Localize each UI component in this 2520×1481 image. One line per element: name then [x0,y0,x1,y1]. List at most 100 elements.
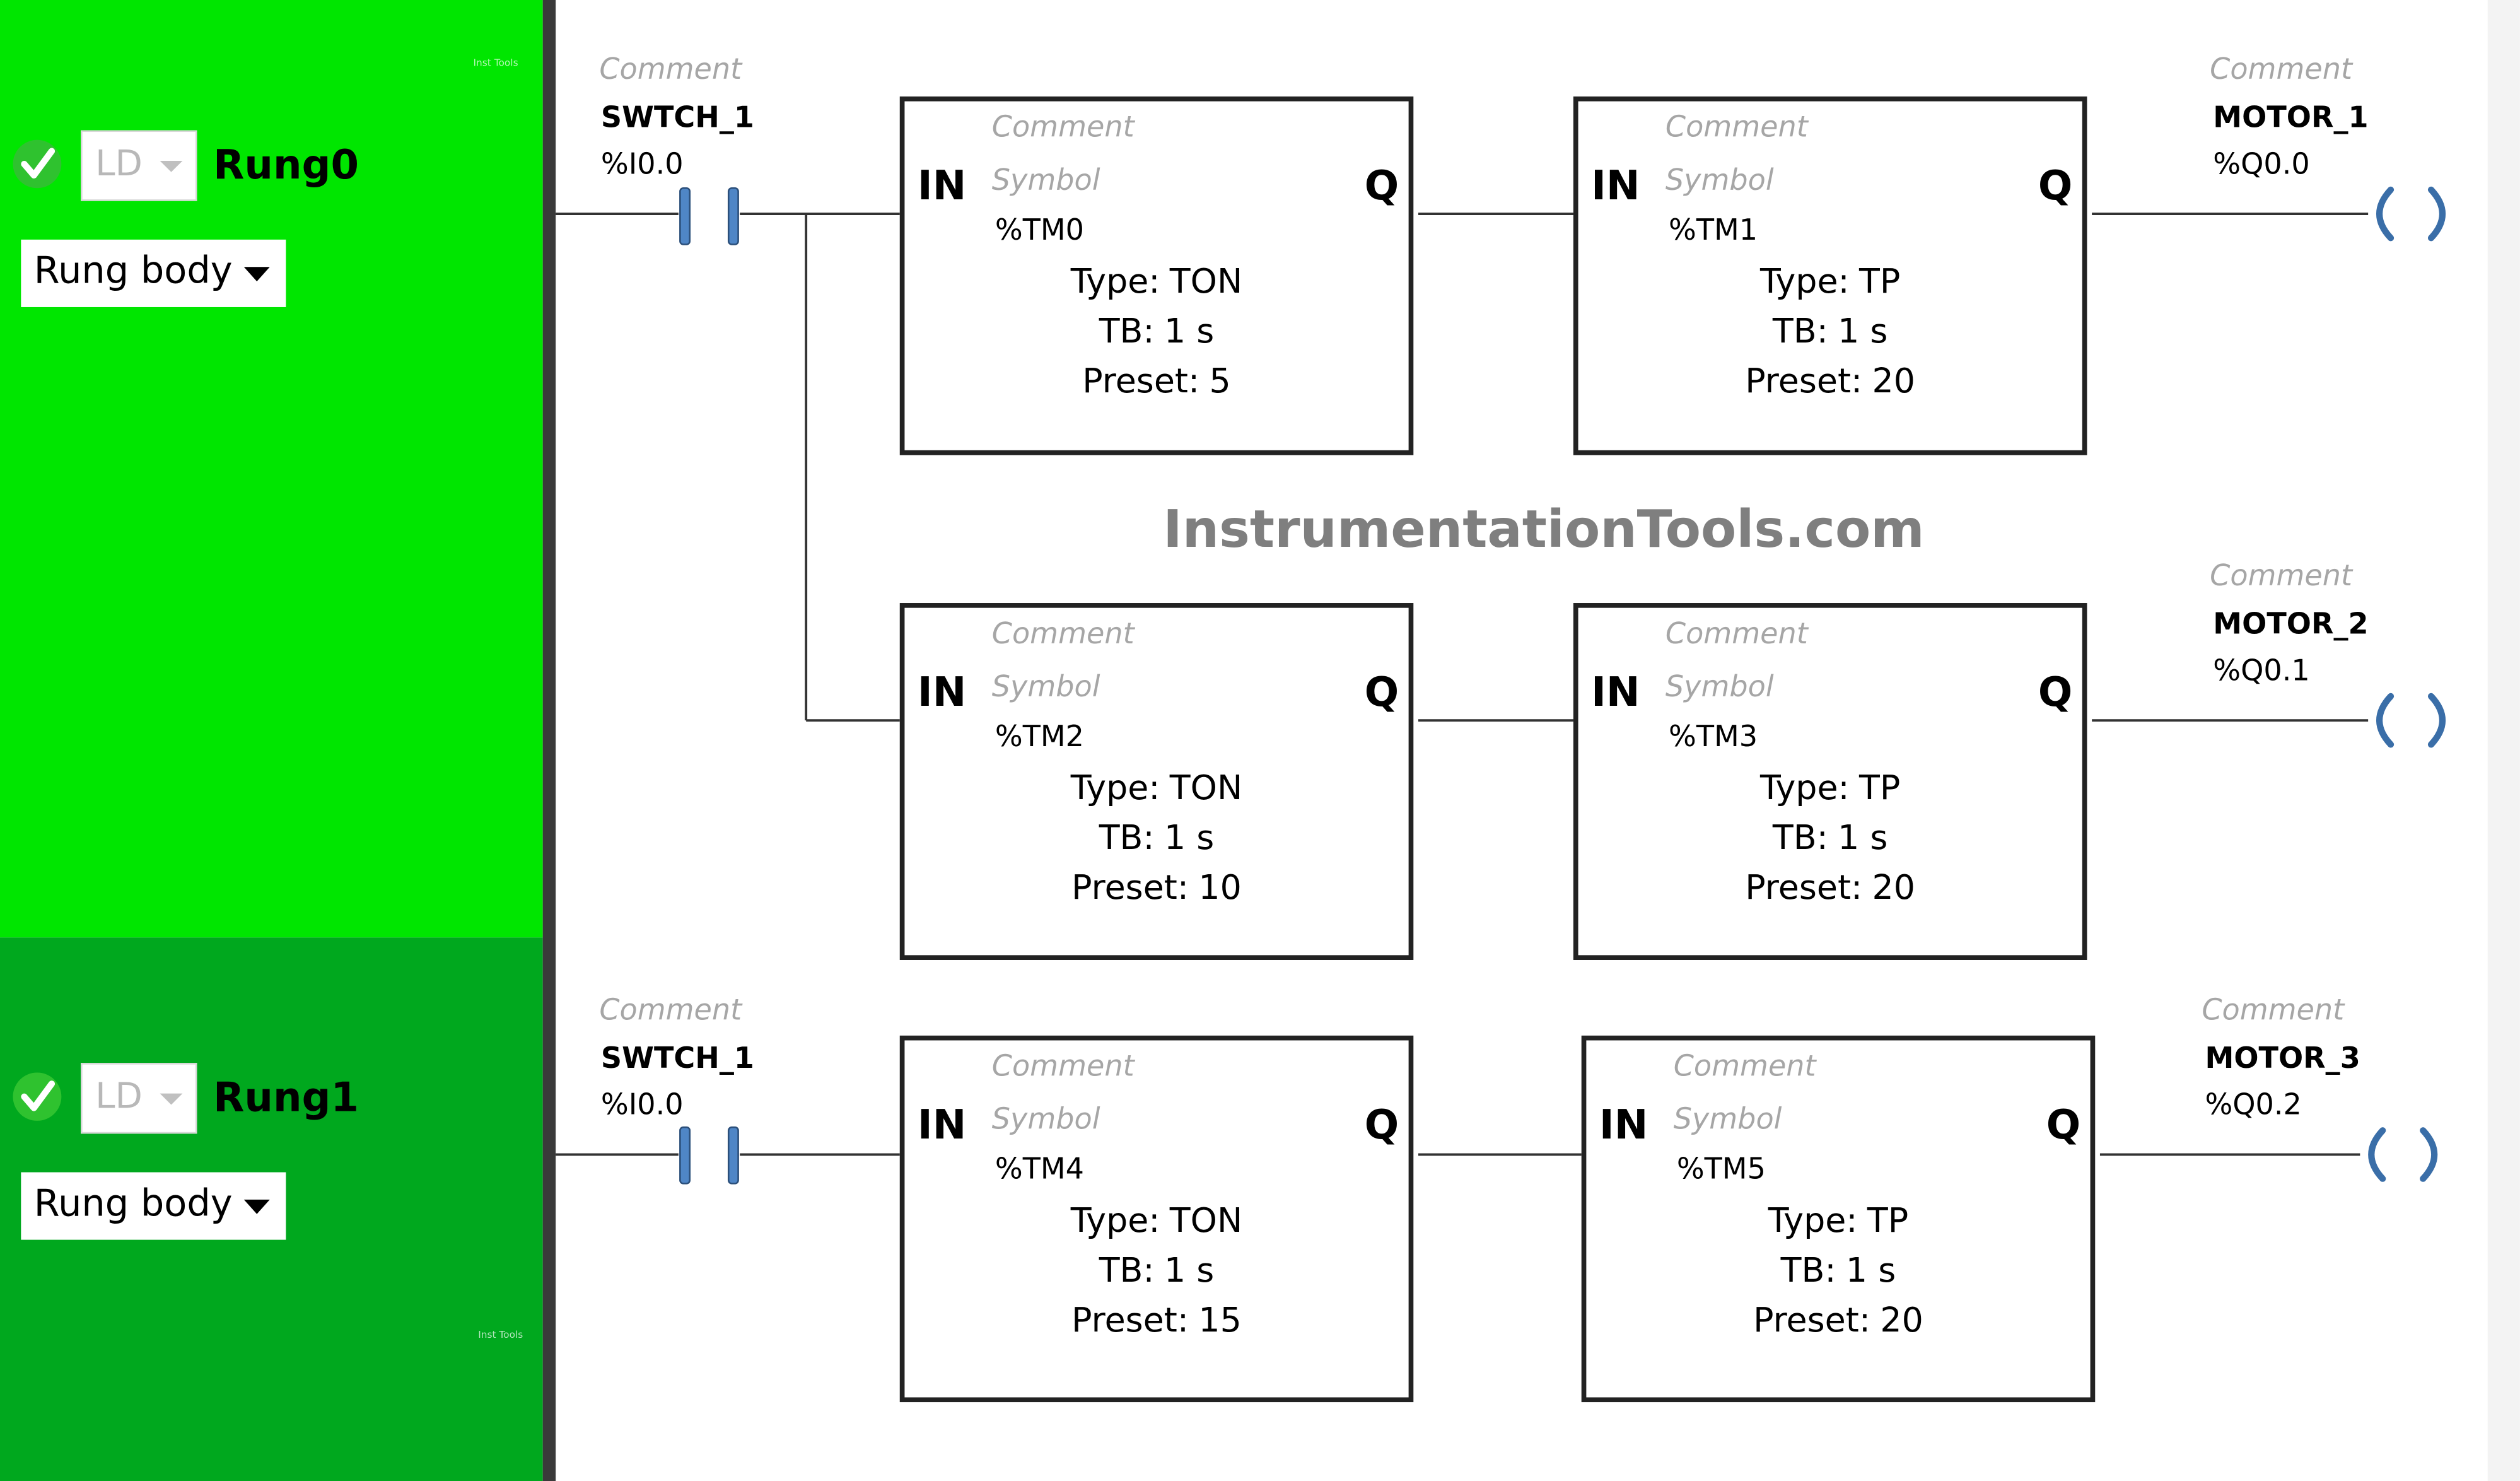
site-watermark: InstrumentationTools.com [1163,498,1925,560]
timer-q-pin: Q [2046,1101,2081,1149]
coil-comment: Comment [2210,53,2353,87]
contact-address: %I0.0 [600,148,684,182]
coil-icon[interactable] [2376,693,2446,748]
left-power-rail [542,0,556,1481]
timer-type: TP [1867,1201,1909,1240]
timer-address: %TM1 [1669,214,1758,248]
timer-tb-row: TB:1 s [1772,312,1888,351]
rung-name[interactable]: Rung1 [213,1074,359,1121]
timer-comment: Comment [991,617,1135,652]
contact-symbol[interactable]: SWTCH_1 [600,101,754,136]
timer-symbol: Symbol [1673,1103,1782,1137]
rung-name[interactable]: Rung0 [213,141,359,189]
contact-comment: Comment [599,53,742,87]
timer-in-pin: IN [1591,669,1640,716]
rung-body-dropdown[interactable]: Rung body [21,239,286,307]
contact-address: %I0.0 [600,1088,684,1123]
timer-symbol: Symbol [991,164,1100,198]
timer-tb: 1 s [1838,312,1888,351]
timer-preset-row: Preset:20 [1745,868,1916,907]
timer-tb: 1 s [1164,312,1215,351]
timer-in-pin: IN [1599,1101,1648,1149]
timer-preset: 10 [1198,868,1242,907]
timer-preset-row: Preset:5 [1082,361,1231,401]
timer-comment: Comment [991,1050,1135,1084]
timer-type: TON [1169,262,1243,301]
language-select[interactable]: LD [81,130,197,201]
timer-in-pin: IN [917,1101,967,1149]
coil-address: %Q0.2 [2205,1088,2302,1123]
timer-tb: 1 s [1164,818,1215,857]
contact-symbol[interactable]: SWTCH_1 [600,1042,754,1076]
timer-preset: 20 [1872,868,1916,907]
timer-comment: Comment [991,110,1135,145]
timer-q-pin: Q [2038,162,2073,209]
coil-symbol[interactable]: MOTOR_2 [2213,607,2369,642]
timer-symbol: Symbol [1665,164,1774,198]
timer-preset: 20 [1872,361,1916,401]
timer-tb: 1 s [1164,1251,1215,1290]
timer-q-pin: Q [1364,669,1399,716]
timer-block-tm3[interactable]: IN Q Comment Symbol %TM3 Type:TP TB:1 s … [1573,603,2087,960]
coil-symbol[interactable]: MOTOR_3 [2205,1042,2360,1076]
timer-tb-row: TB:1 s [1780,1251,1896,1290]
language-select[interactable]: LD [81,1063,197,1134]
timer-block-tm1[interactable]: IN Q Comment Symbol %TM1 Type:TP TB:1 s … [1573,96,2087,455]
rung-body-dropdown[interactable]: Rung body [21,1172,286,1240]
timer-type-row: Type:TP [1759,262,1901,301]
coil-symbol[interactable]: MOTOR_1 [2213,101,2369,136]
timer-preset: 5 [1209,361,1231,401]
timer-in-pin: IN [917,669,967,716]
no-contact-icon[interactable] [679,187,739,245]
timer-address: %TM5 [1676,1152,1766,1187]
timer-tb: 1 s [1838,818,1888,857]
timer-in-pin: IN [917,162,967,209]
right-margin [2487,0,2520,1481]
timer-q-pin: Q [2038,669,2073,716]
timer-type: TP [1859,262,1901,301]
timer-comment: Comment [1665,617,1808,652]
timer-tb-row: TB:1 s [1772,818,1888,857]
timer-block-tm5[interactable]: IN Q Comment Symbol %TM5 Type:TP TB:1 s … [1581,1035,2096,1403]
rung1-header-panel[interactable]: LD Rung1 Rung body Inst Tools [0,937,543,1481]
no-contact-icon[interactable] [679,1126,739,1185]
coil-address: %Q0.1 [2213,654,2310,689]
coil-icon[interactable] [2376,186,2446,242]
timer-preset-row: Preset:20 [1753,1301,1923,1340]
timer-q-pin: Q [1364,1101,1399,1149]
timer-type: TON [1169,1201,1243,1240]
timer-type-row: Type:TON [1070,1201,1243,1240]
panel-watermark: Inst Tools [473,57,518,69]
timer-block-tm0[interactable]: IN Q Comment Symbol %TM0 Type:TON TB:1 s… [899,96,1414,455]
timer-q-pin: Q [1364,162,1399,209]
language-value: LD [95,1077,143,1118]
timer-type-row: Type:TP [1768,1201,1909,1240]
timer-symbol: Symbol [991,1103,1100,1137]
timer-preset-row: Preset:20 [1745,361,1916,401]
coil-icon[interactable] [2368,1127,2438,1182]
timer-type-row: Type:TP [1759,768,1901,807]
timer-symbol: Symbol [1665,670,1774,705]
rung0-header-panel[interactable]: LD Rung0 Rung body Inst Tools [0,0,543,938]
timer-preset-row: Preset:10 [1071,868,1242,907]
panel-watermark: Inst Tools [478,1330,523,1342]
timer-address: %TM4 [995,1152,1085,1187]
chevron-down-icon [160,1093,183,1105]
timer-comment: Comment [1673,1050,1816,1084]
timer-address: %TM3 [1669,720,1758,754]
timer-preset: 15 [1198,1301,1242,1340]
timer-block-tm4[interactable]: IN Q Comment Symbol %TM4 Type:TON TB:1 s… [899,1035,1414,1403]
timer-symbol: Symbol [991,670,1100,705]
language-value: LD [95,144,143,185]
coil-address: %Q0.0 [2213,148,2310,182]
timer-tb: 1 s [1845,1251,1896,1290]
timer-block-tm2[interactable]: IN Q Comment Symbol %TM2 Type:TON TB:1 s… [899,603,1414,960]
check-icon [13,1072,62,1121]
timer-in-pin: IN [1591,162,1640,209]
caret-down-icon [243,267,270,282]
timer-comment: Comment [1665,110,1808,145]
timer-address: %TM0 [995,214,1085,248]
timer-tb-row: TB:1 s [1099,312,1215,351]
